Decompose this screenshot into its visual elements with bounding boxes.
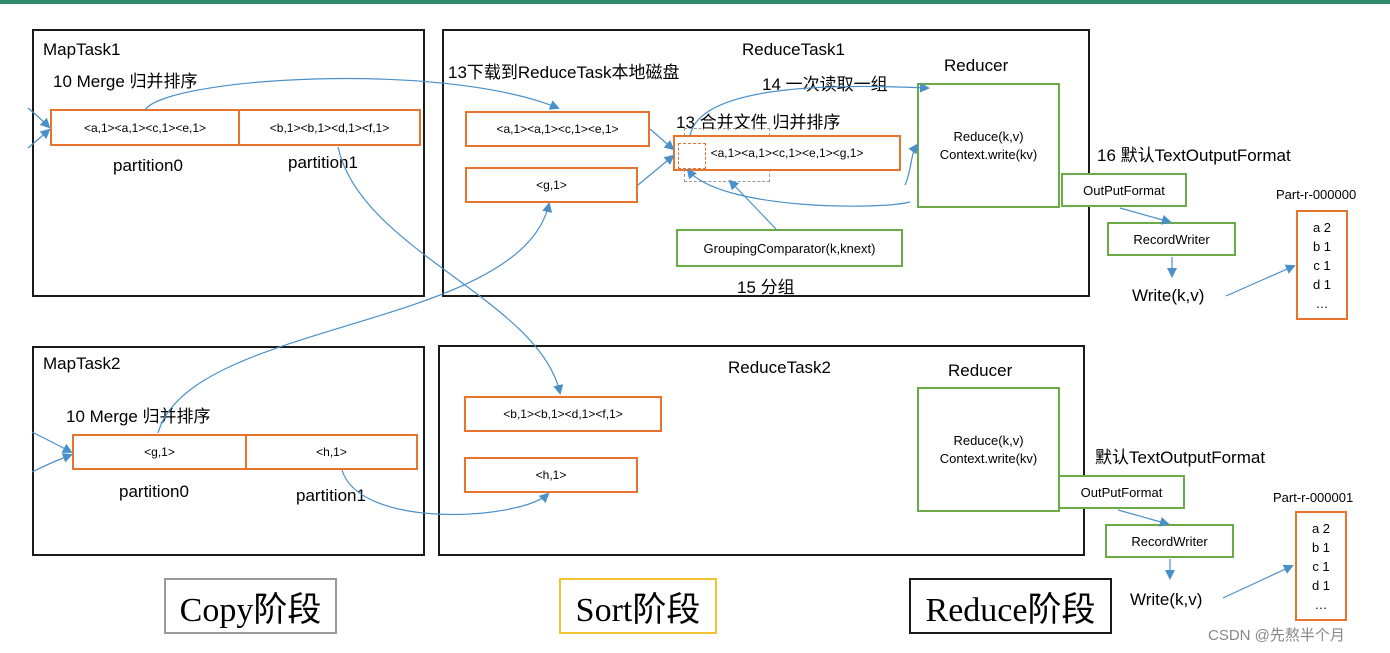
reducer2-title: Reducer — [948, 361, 1013, 380]
reduce-task1-title: ReduceTask1 — [742, 40, 846, 59]
output1-write: Write(k,v) — [1132, 286, 1205, 305]
reducer2-context-write: Context.write(kv) — [939, 450, 1038, 466]
output2-outputformat: OutPutFormat — [1058, 475, 1185, 509]
input-arrow — [27, 128, 51, 149]
map-task1-partition0-label: partition0 — [113, 156, 183, 175]
reducer1-reduce-call: Reduce(k,v) — [953, 128, 1024, 144]
output1-recordwriter: RecordWriter — [1107, 222, 1236, 256]
merge-sort-label: 13 合并文件 归并排序 — [676, 113, 841, 132]
output2-line: … — [1314, 596, 1328, 612]
map-task2-merge-label: 10 Merge 归并排序 — [66, 407, 211, 426]
output1-line: c 1 — [1313, 257, 1331, 273]
reduce-task2-title: ReduceTask2 — [728, 358, 832, 377]
map-task1-partition1: <b,1><b,1><d,1><f,1> — [238, 109, 421, 146]
grouping-label: 15 分组 — [737, 278, 795, 297]
merge-arrow-file2 — [637, 154, 675, 186]
copy-stage-label: Copy阶段 — [164, 578, 337, 634]
merge-arrow-file1 — [649, 128, 675, 151]
reduce-stage-label: Reduce阶段 — [909, 578, 1112, 634]
reducer1-box: Reduce(k,v) Context.write(kv) — [917, 83, 1060, 208]
copy-arrow-m2p0 — [157, 202, 553, 434]
top-rule — [0, 0, 1390, 4]
copy-arrow-m1p0 — [144, 77, 560, 111]
output2-write-to-file-arrow — [1222, 564, 1294, 599]
reducer2-reduce-call: Reduce(k,v) — [953, 432, 1024, 448]
map-task2-partition1: <h,1> — [245, 434, 418, 470]
reduce-task1-file2: <g,1> — [465, 167, 638, 203]
output2-line: c 1 — [1312, 558, 1330, 574]
grouping-arrow — [728, 179, 777, 230]
input-arrow — [31, 453, 73, 473]
output1-file-name: Part-r-000000 — [1276, 187, 1357, 202]
output1-outputformat: OutPutFormat — [1061, 173, 1187, 207]
map-task2-partition0-label: partition0 — [119, 482, 189, 501]
reduce-task2-file2: <h,1> — [464, 457, 638, 493]
output2-file-name: Part-r-000001 — [1273, 490, 1354, 505]
reduce-task1-file1: <a,1><a,1><c,1><e,1> — [465, 111, 650, 147]
input-arrow — [27, 107, 51, 129]
reduce-task2-file1: <b,1><b,1><d,1><f,1> — [464, 396, 662, 432]
reducer-return-arrow — [686, 168, 911, 207]
grouping-comparator: GroupingComparator(k,knext) — [676, 229, 903, 267]
reducer1-title: Reducer — [944, 56, 1009, 75]
input-arrow — [31, 431, 73, 453]
output2-line: a 2 — [1311, 520, 1331, 536]
copy-arrow-m2p1 — [341, 469, 550, 516]
output2-to-writer-arrow — [1117, 509, 1170, 527]
output2-format-label: 默认TextOutputFormat — [1095, 448, 1266, 467]
output1-line: a 2 — [1312, 219, 1332, 235]
output1-line: d 1 — [1312, 276, 1332, 292]
output1-file: a 2 b 1 c 1 d 1 … — [1296, 210, 1348, 320]
output1-write-to-file-arrow — [1225, 264, 1296, 297]
output2-file: a 2 b 1 c 1 d 1 … — [1295, 511, 1347, 621]
map-task2-title: MapTask2 — [43, 354, 121, 373]
output1-format-label: 16 默认TextOutputFormat — [1097, 146, 1291, 165]
watermark: CSDN @先熬半个月 — [1208, 627, 1345, 644]
output1-line: … — [1315, 295, 1329, 311]
output1-to-writer-arrow — [1119, 207, 1172, 225]
sort-stage-label: Sort阶段 — [559, 578, 717, 634]
map-task1-title: MapTask1 — [43, 40, 121, 59]
map-task2-partition0: <g,1> — [72, 434, 247, 470]
output2-line: d 1 — [1311, 577, 1331, 593]
output2-write: Write(k,v) — [1130, 590, 1203, 609]
output1-line: b 1 — [1312, 238, 1332, 254]
map-task1-box — [32, 29, 425, 297]
reducer2-box: Reduce(k,v) Context.write(kv) — [917, 387, 1060, 512]
copy-arrow-m1p1 — [337, 146, 564, 395]
reducer-feedback-arrow — [904, 143, 919, 186]
read-group-arrow — [689, 82, 930, 137]
reducer1-context-write: Context.write(kv) — [939, 146, 1038, 162]
download-label: 13下载到ReduceTask本地磁盘 — [448, 63, 680, 82]
output2-line: b 1 — [1311, 539, 1331, 555]
merged-file: <a,1><a,1><c,1><e,1><g,1> — [673, 135, 901, 171]
map-task1-merge-label: 10 Merge 归并排序 — [53, 72, 198, 91]
map-task2-partition1-label: partition1 — [296, 486, 366, 505]
